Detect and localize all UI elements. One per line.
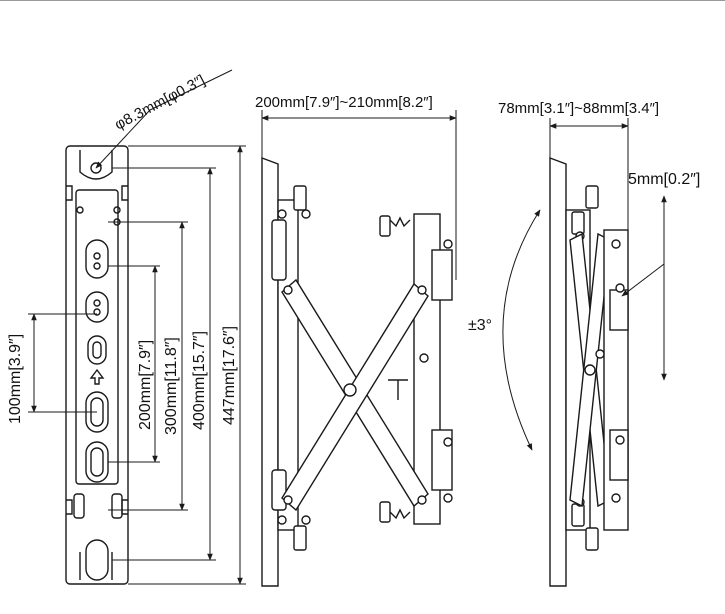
spacing-300-label: 300mm[11.8″] [163,337,180,435]
depth-range-collapsed-label: 78mm[3.1″]~88mm[3.4″] [498,100,659,117]
side-view-collapsed [549,156,629,587]
spacing-100-label: 100mm[3.9″] [7,334,24,424]
depth-range-extended-label: 200mm[7.9″]~210mm[8.2″] [255,94,433,111]
side-view-extended-dimension [261,110,457,280]
spacing-400-label: 400mm[15.7″] [191,331,208,430]
height-447-label: 447mm[17.6″] [221,326,238,425]
front-view-dimensions [28,69,246,585]
spacing-200-label: 200mm[7.9″] [137,340,154,430]
side-view-extended [261,156,453,587]
fine-adjust-label: 5mm[0.2″] [628,171,700,188]
side-view-collapsed-dimension [502,118,667,451]
tilt-label: ±3° [468,317,492,334]
top-border-line [0,0,725,1]
hole-diameter-label: φ8.3mm[φ0.3″] [112,72,208,134]
front-view-rail [65,145,129,585]
